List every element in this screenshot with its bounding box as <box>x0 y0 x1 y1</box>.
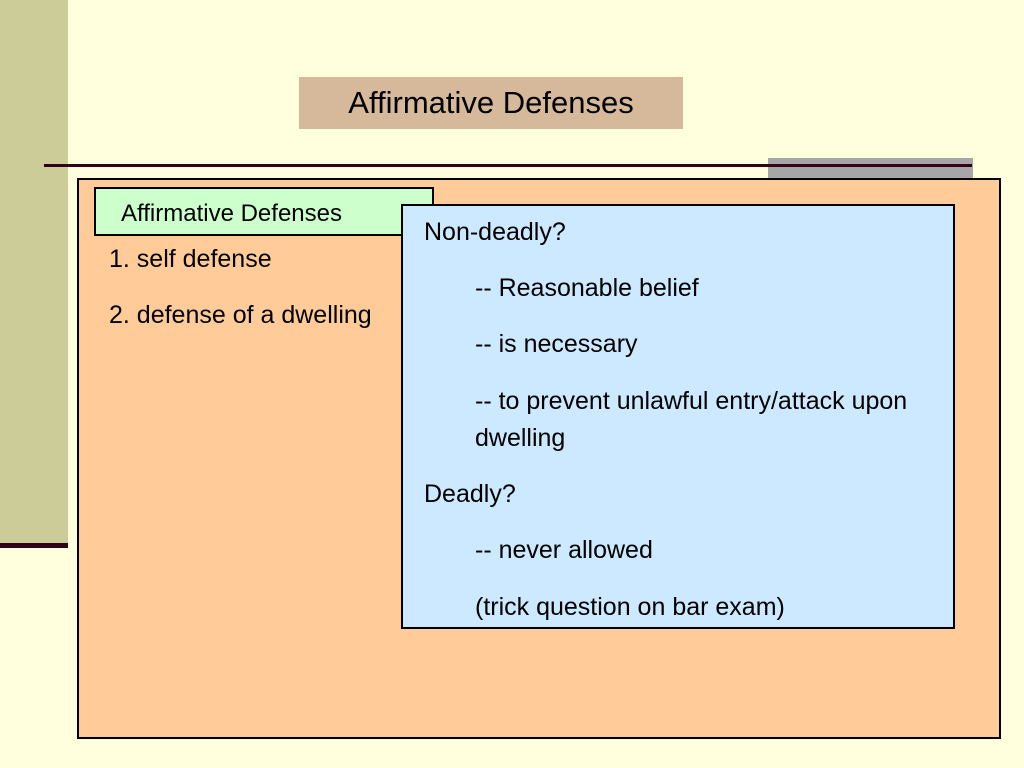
popup-item-never-allowed: -- never allowed <box>475 536 653 564</box>
subtitle-text: Affirmative Defenses <box>121 200 342 227</box>
popup-item-is-necessary: -- is necessary <box>475 330 638 358</box>
popup-callout: Non-deadly? -- Reasonable belief -- is n… <box>401 204 955 629</box>
list-item-self-defense: 1. self defense <box>109 245 272 273</box>
slide-title: Affirmative Defenses <box>299 77 683 129</box>
left-decorative-bar <box>0 0 68 545</box>
left-accent-line <box>0 543 68 548</box>
list-item-defense-of-dwelling: 2. defense of a dwelling <box>109 301 372 329</box>
popup-item-reasonable-belief: -- Reasonable belief <box>475 274 699 302</box>
horizontal-divider <box>44 164 972 167</box>
popup-heading-deadly: Deadly? <box>424 480 516 508</box>
subtitle-box: Affirmative Defenses <box>94 187 434 236</box>
gray-decorative-block <box>768 158 973 178</box>
popup-heading-non-deadly: Non-deadly? <box>424 218 566 246</box>
popup-item-trick-question: (trick question on bar exam) <box>475 593 785 621</box>
slide-title-text: Affirmative Defenses <box>348 85 634 120</box>
popup-item-prevent-entry: -- to prevent unlawful entry/attack upon… <box>475 387 908 452</box>
